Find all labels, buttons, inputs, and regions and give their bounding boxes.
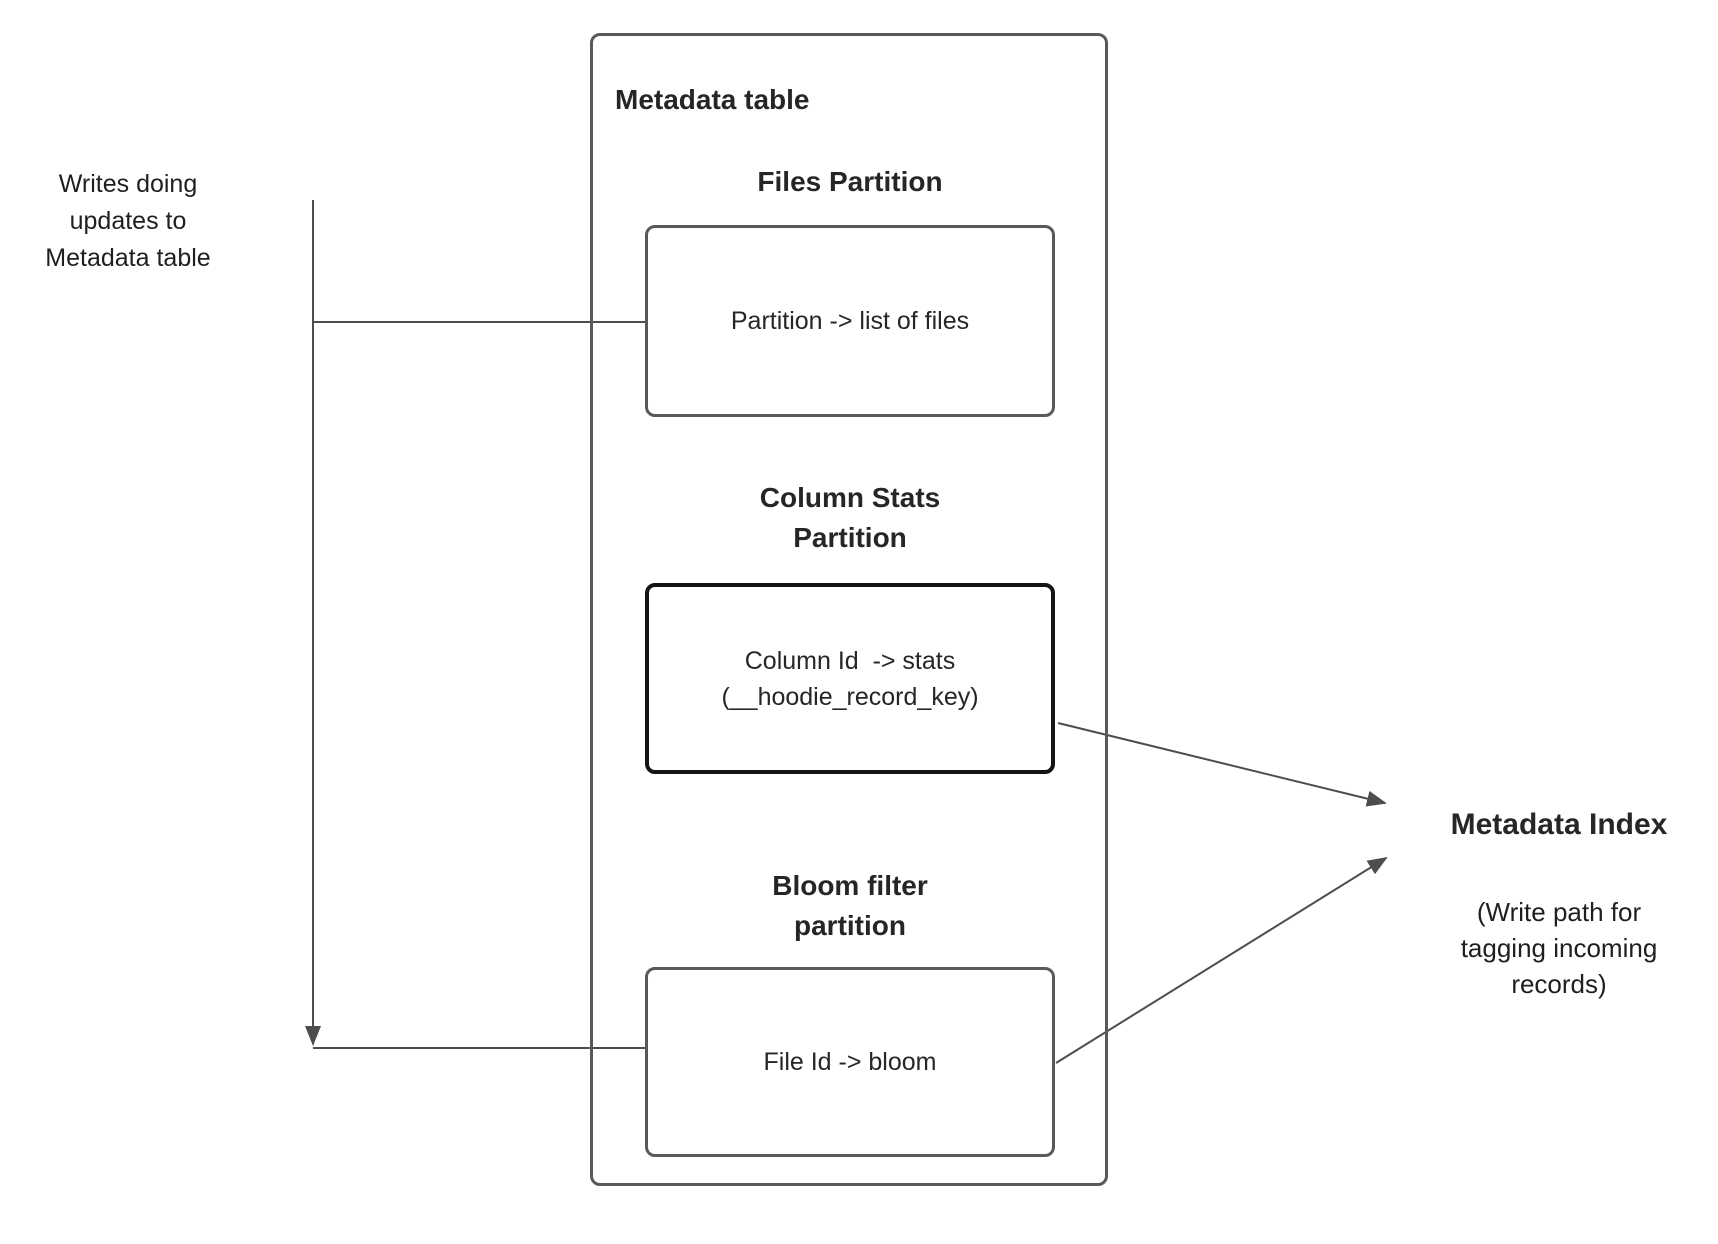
metadata-table-title: Metadata table — [615, 84, 810, 115]
bloom-filter-partition-box: File Id -> bloom — [645, 967, 1055, 1157]
metadata-index-title: Metadata Index — [1450, 808, 1668, 841]
bloom-filter-partition-content: File Id -> bloom — [763, 1048, 937, 1076]
files-partition-heading: Files Partition — [757, 166, 943, 197]
column-stats-partition-box: Column Id -> stats (__hoodie_record_key) — [645, 583, 1055, 774]
metadata-index-subtitle: (Write path for tagging incoming records… — [1460, 897, 1658, 999]
bloom-filter-partition-heading: Bloom filter partition — [772, 870, 928, 941]
metadata-table-container — [590, 33, 1108, 1186]
column-stats-partition-heading: Column Stats Partition — [759, 482, 941, 553]
files-partition-box: Partition -> list of files — [645, 225, 1055, 417]
files-partition-content: Partition -> list of files — [730, 307, 970, 335]
column-stats-partition-content: Column Id -> stats (__hoodie_record_key) — [721, 646, 979, 711]
writes-note: Writes doing updates to Metadata table — [45, 170, 211, 272]
